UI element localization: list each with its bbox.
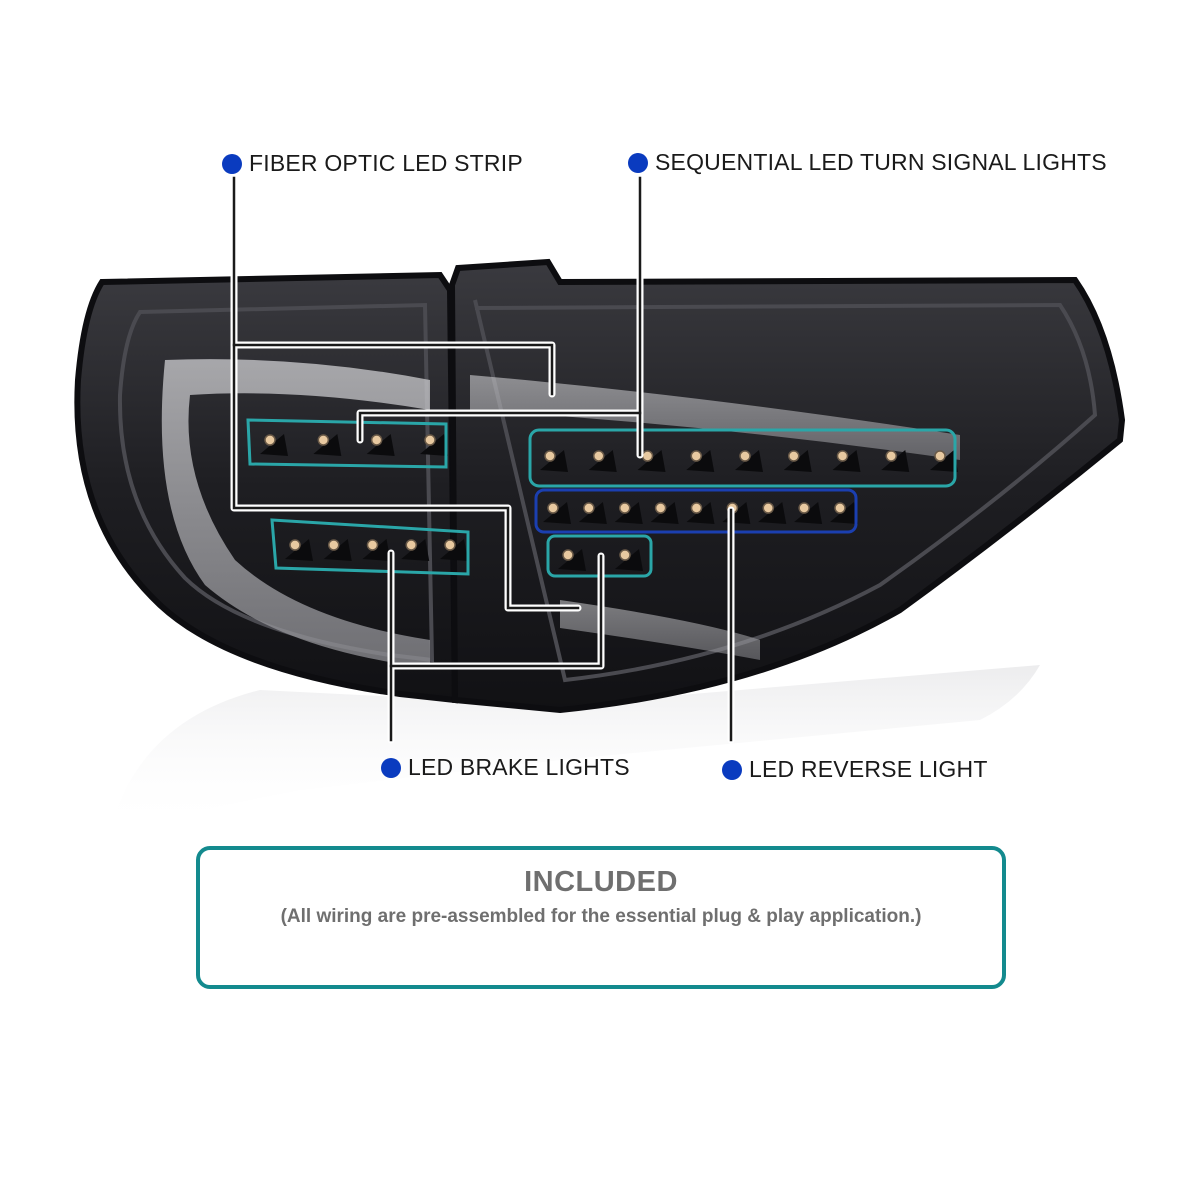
- turn-led-outer: [934, 450, 946, 462]
- turn-led-outer: [641, 450, 654, 462]
- brake-led-inner-housing: [440, 539, 468, 561]
- turn-led-outer-housing: [637, 450, 666, 472]
- turn-led-outer-housing: [930, 450, 958, 472]
- turn-led-inner: [424, 434, 436, 446]
- turn-led-outer: [836, 450, 849, 462]
- blue-dot-icon: [222, 153, 242, 174]
- callout-reverse: LED REVERSE LIGHT: [722, 756, 988, 783]
- callout-label: LED BRAKE LIGHTS: [408, 754, 630, 780]
- turn-leader: [358, 176, 642, 442]
- reverse-led: [547, 502, 559, 514]
- brake-leader-branch: [389, 554, 603, 668]
- reverse-led: [690, 502, 703, 514]
- fiber-optic-strip-outer: [470, 375, 960, 460]
- included-title: INCLUDED: [524, 866, 678, 898]
- callout-fiber-optic: FIBER OPTIC LED STRIP: [222, 150, 523, 177]
- turn-led-inner-housing: [313, 434, 342, 456]
- callout-turn-signal: SEQUENTIAL LED TURN SIGNAL LIGHTS: [628, 149, 1107, 176]
- reverse-led-housing: [686, 502, 715, 524]
- reverse-led-housing: [830, 502, 858, 524]
- turn-led-outer-housing: [686, 450, 715, 472]
- led-rows: [260, 434, 958, 571]
- brake-led-inner: [444, 539, 456, 551]
- brake-led-outer: [619, 549, 631, 561]
- brake-led-outer-housing: [558, 549, 586, 571]
- turn-led-inner-housing: [420, 434, 448, 456]
- reverse-led-housing: [758, 502, 787, 524]
- blue-dot-icon: [722, 759, 742, 780]
- floor-reflection: [110, 665, 1040, 830]
- callout-label: LED REVERSE LIGHT: [749, 756, 988, 782]
- turn-led-inner-housing: [260, 434, 288, 456]
- brake-led-inner: [328, 539, 340, 551]
- turn-led-outer: [885, 450, 897, 462]
- reverse-led-housing: [543, 502, 571, 524]
- turn-led-inner: [317, 434, 330, 446]
- brake-led-inner-housing: [362, 539, 391, 561]
- turn-led-outer-housing: [540, 450, 568, 472]
- reverse-led-housing: [650, 502, 679, 524]
- reverse-led: [654, 502, 667, 514]
- turn-led-outer: [788, 450, 800, 462]
- fiber-leader: [232, 176, 580, 610]
- leader-lines-core: [232, 176, 733, 742]
- brake-led-inner: [366, 539, 379, 551]
- callout-brake: LED BRAKE LIGHTS: [381, 754, 630, 781]
- fiber-optic-strip-inner: [161, 359, 431, 668]
- turn-led-outer-housing: [735, 450, 763, 472]
- brake-led-inner-housing: [401, 539, 430, 561]
- turn-led-inner: [264, 434, 276, 446]
- brake-led-inner: [405, 539, 417, 551]
- reverse-led: [834, 502, 846, 514]
- reverse-led: [583, 502, 595, 514]
- fiber-optic-strip-lower: [560, 600, 760, 660]
- brake-led-inner-housing: [285, 539, 313, 561]
- fiber-leader-branch: [232, 343, 554, 396]
- turn-led-outer: [739, 450, 751, 462]
- turn-led-inner-housing: [366, 434, 395, 456]
- outer-lamp-bezel: [473, 299, 1098, 683]
- turn-led-outer: [544, 450, 556, 462]
- turn-led-outer-housing: [881, 450, 910, 472]
- turn-led-outer: [593, 450, 605, 462]
- reverse-led: [798, 502, 810, 514]
- turn-led-outer: [690, 450, 702, 462]
- turn-led-inner: [370, 434, 383, 446]
- turn-led-outer-housing: [588, 450, 617, 472]
- turn-led-outer-housing: [783, 450, 812, 472]
- included-box: INCLUDED (All wiring are pre-assembled f…: [196, 846, 1006, 989]
- reverse-light-highlight: [534, 488, 858, 534]
- reverse-led-housing: [614, 502, 643, 524]
- brake-light-highlight-inner: [270, 518, 470, 576]
- blue-dot-icon: [381, 757, 401, 778]
- turn-signal-highlight-outer: [528, 428, 957, 488]
- turn-signal-highlight-inner: [246, 418, 448, 469]
- blue-dot-icon: [628, 152, 648, 173]
- brake-led-inner-housing: [323, 539, 352, 561]
- included-description: (All wiring are pre-assembled for the es…: [280, 906, 922, 927]
- reverse-led: [619, 502, 631, 514]
- callout-label: SEQUENTIAL LED TURN SIGNAL LIGHTS: [655, 149, 1107, 175]
- reverse-led: [762, 502, 774, 514]
- brake-led-outer: [562, 549, 574, 561]
- turn-led-outer-housing: [832, 450, 861, 472]
- reverse-led-housing: [794, 502, 823, 524]
- callout-label: FIBER OPTIC LED STRIP: [249, 150, 523, 176]
- brake-led-inner: [289, 539, 301, 551]
- reverse-led-housing: [578, 502, 607, 524]
- brake-led-outer-housing: [615, 549, 643, 571]
